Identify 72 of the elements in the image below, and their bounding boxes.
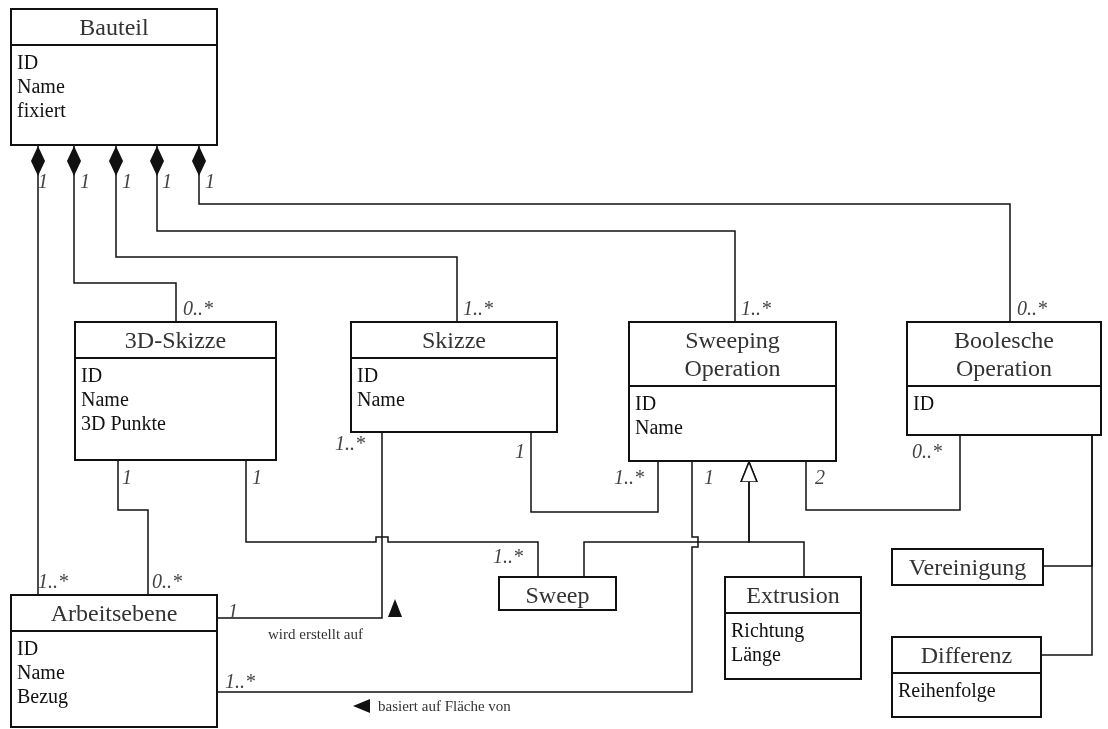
multiplicity: 2 <box>815 466 825 488</box>
multiplicity: 1 <box>38 170 48 192</box>
class-box <box>350 321 558 433</box>
attribute: Richtung <box>731 618 805 642</box>
attribute: ID <box>635 391 657 415</box>
class-name: Arbeitsebene <box>49 599 179 628</box>
attribute: Länge <box>731 642 781 666</box>
multiplicity: 0..* <box>152 570 182 592</box>
attribute: Reihenfolge <box>898 678 996 702</box>
multiplicity: 1..* <box>614 466 644 488</box>
multiplicity: 0..* <box>912 440 942 462</box>
attribute: Name <box>17 74 65 98</box>
composition-line <box>67 145 177 322</box>
multiplicity: 1..* <box>38 570 68 592</box>
attribute: 3D Punkte <box>81 411 166 435</box>
attribute: ID <box>81 363 103 387</box>
attribute: Name <box>17 660 65 684</box>
association-line <box>217 461 699 693</box>
association-line <box>217 432 383 619</box>
multiplicity: 1..* <box>493 545 523 567</box>
multiplicity: 0..* <box>1017 297 1047 319</box>
class-name: Sweeping Operation <box>683 326 782 383</box>
multiplicity: 1..* <box>225 670 255 692</box>
class-name: Vereinigung <box>907 553 1028 582</box>
attribute: fixiert <box>17 98 66 122</box>
class-name: 3D-Skizze <box>123 326 228 355</box>
class-box <box>724 576 862 680</box>
class-name: Extrusion <box>745 581 841 610</box>
class-box <box>498 576 617 611</box>
attribute: ID <box>357 363 379 387</box>
class-name: Bauteil <box>78 13 150 42</box>
association-line <box>805 435 961 511</box>
multiplicity: 1 <box>515 440 525 462</box>
association-line <box>1041 435 1093 656</box>
class-name: Differenz <box>919 641 1014 670</box>
class-box <box>628 321 837 462</box>
composition-line <box>150 145 736 322</box>
class-name: Sweep <box>524 581 591 610</box>
class-box <box>891 636 1042 718</box>
multiplicity: 1 <box>80 170 90 192</box>
composition-line <box>31 145 45 595</box>
multiplicity: 1 <box>162 170 172 192</box>
multiplicity: 1..* <box>335 432 365 454</box>
attribute: Name <box>81 387 129 411</box>
association-line <box>530 432 659 513</box>
multiplicity: 1 <box>205 170 215 192</box>
multiplicity: 0..* <box>183 297 213 319</box>
generalization-line <box>740 461 805 577</box>
class-box <box>906 321 1102 436</box>
attribute: Bezug <box>17 684 69 708</box>
class-box <box>891 548 1044 586</box>
class-box <box>10 594 218 728</box>
composition-line <box>109 145 458 322</box>
multiplicity: 1 <box>704 466 714 488</box>
attribute: ID <box>17 50 39 74</box>
attribute: Name <box>635 415 683 439</box>
class-box <box>10 8 218 146</box>
class-name: Skizze <box>421 326 487 355</box>
multiplicity: 1 <box>122 466 132 488</box>
multiplicity: 1 <box>228 600 238 622</box>
composition-line <box>192 145 1011 322</box>
class-name: Boolesche Operation <box>953 326 1055 383</box>
multiplicity: 1..* <box>463 297 493 319</box>
class-box <box>74 321 277 461</box>
attribute: ID <box>913 391 935 415</box>
multiplicity: 1 <box>122 170 132 192</box>
attribute: ID <box>17 636 39 660</box>
association-line <box>245 460 539 577</box>
association-line <box>117 460 149 595</box>
attribute: Name <box>357 387 405 411</box>
multiplicity: 1 <box>252 466 262 488</box>
multiplicity: 1..* <box>741 297 771 319</box>
